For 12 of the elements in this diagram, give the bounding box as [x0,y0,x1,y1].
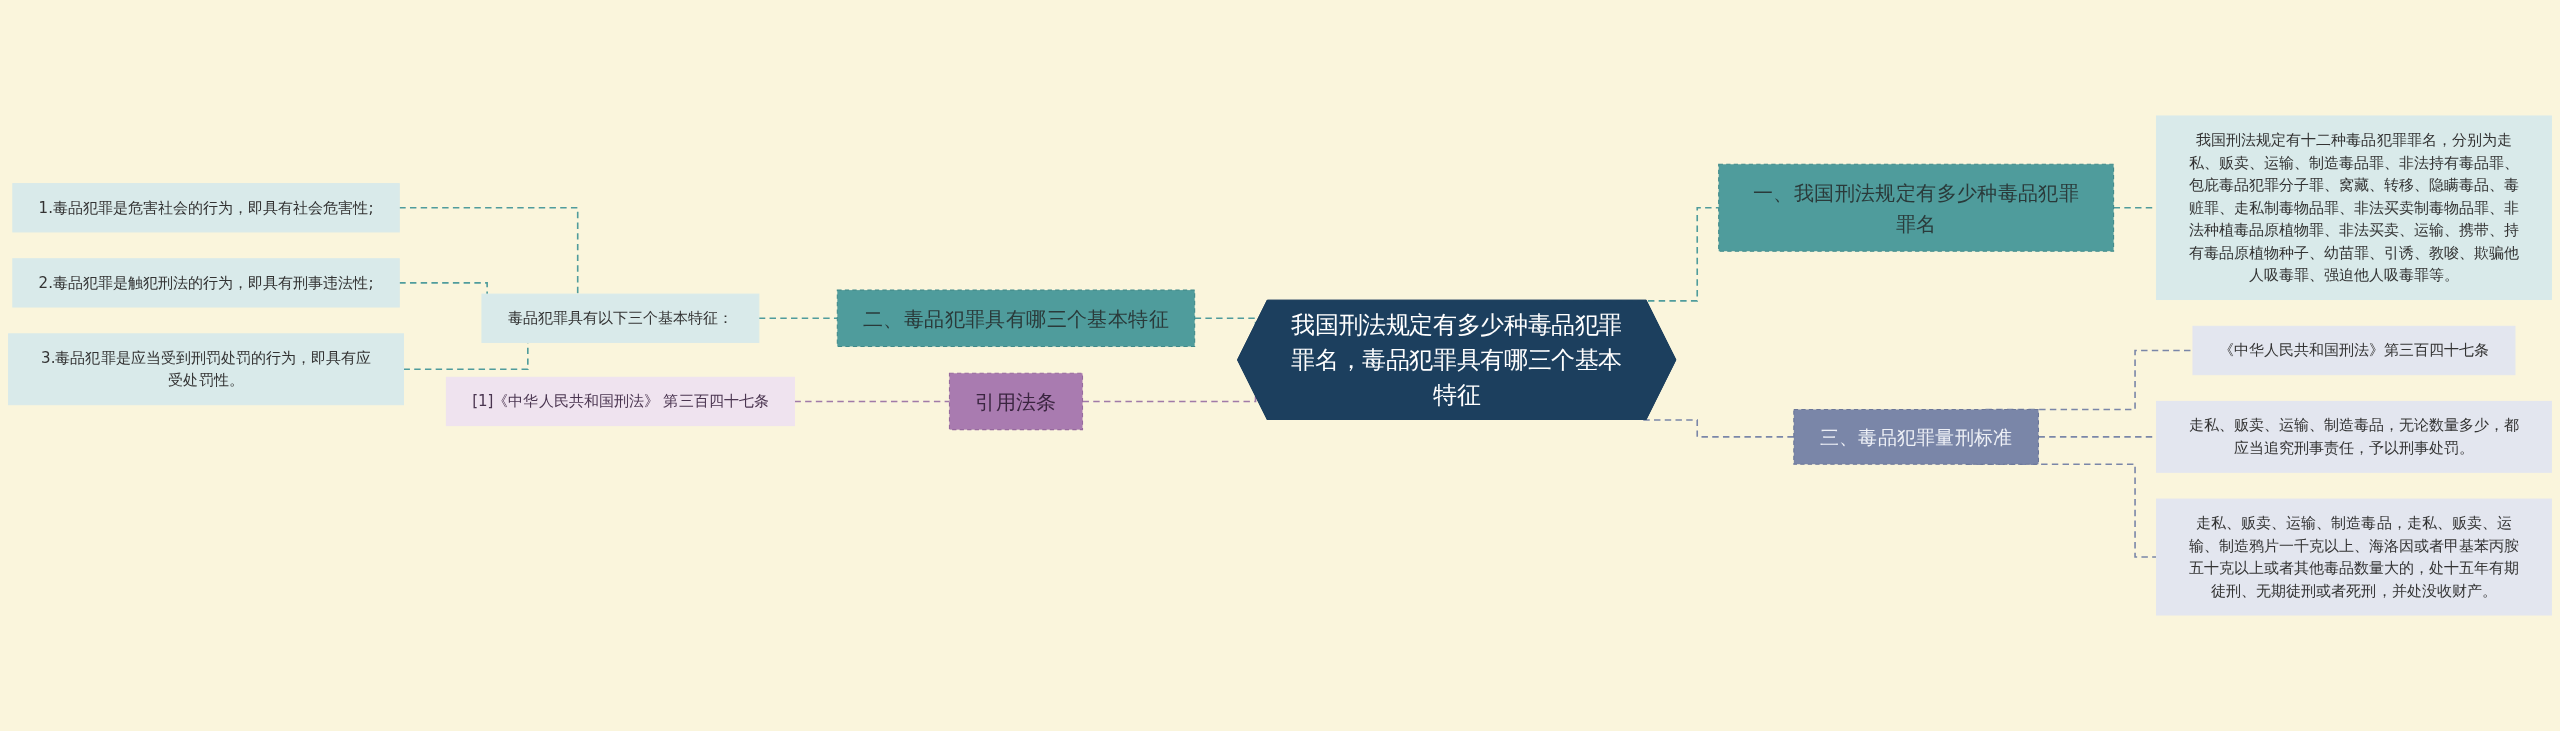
node-box: 2.毒品犯罪是触犯刑法的行为，即具有刑事违法性; [12,258,400,308]
node-box: [1]《中华人民共和国刑法》 第三百四十七条 [445,376,795,427]
node-box: 我国刑法规定有十二种毒品犯罪罪名，分别为走私、贩卖、运输、制造毒品罪、非法持有毒品罪、包庇毒品犯罪分子罪、窝藏、转移、隐瞒毒品、毒赃罪、走私制毒物品罪、非法买卖制毒物品罪、非法种植毒品原植物罪、非法买卖、运输、携带、持有毒品原植物种子、幼苗罪、引诱、教唆、欺骗他人吸毒罪、强迫他人吸毒罪等。 [2155,115,2552,301]
node-box: 毒品犯罪具有以下三个基本特征： [481,293,760,343]
node-box: 一、我国刑法规定有多少种毒品犯罪罪名 [1718,163,2115,252]
node-box: 3.毒品犯罪是应当受到刑罚处罚的行为，即具有应受处罚性。 [8,333,405,406]
node-box: 二、毒品犯罪具有哪三个基本特征 [836,289,1196,347]
node-box: 走私、贩卖、运输、制造毒品，走私、贩卖、运输、制造鸦片一千克以上、海洛因或者甲基苯丙胺五十克以上或者其他毒品数量大的，处十五年有期徒刑、无期徒刑或者死刑，并处没收财产。 [2155,498,2552,616]
node-box: 1.毒品犯罪是危害社会的行为，即具有社会危害性; [12,183,400,233]
node-box: 引用法条 [948,372,1084,431]
node-box: 《中华人民共和国刑法》第三百四十七条 [2192,325,2516,376]
node-box: 三、毒品犯罪量刑标准 [1793,408,2039,465]
